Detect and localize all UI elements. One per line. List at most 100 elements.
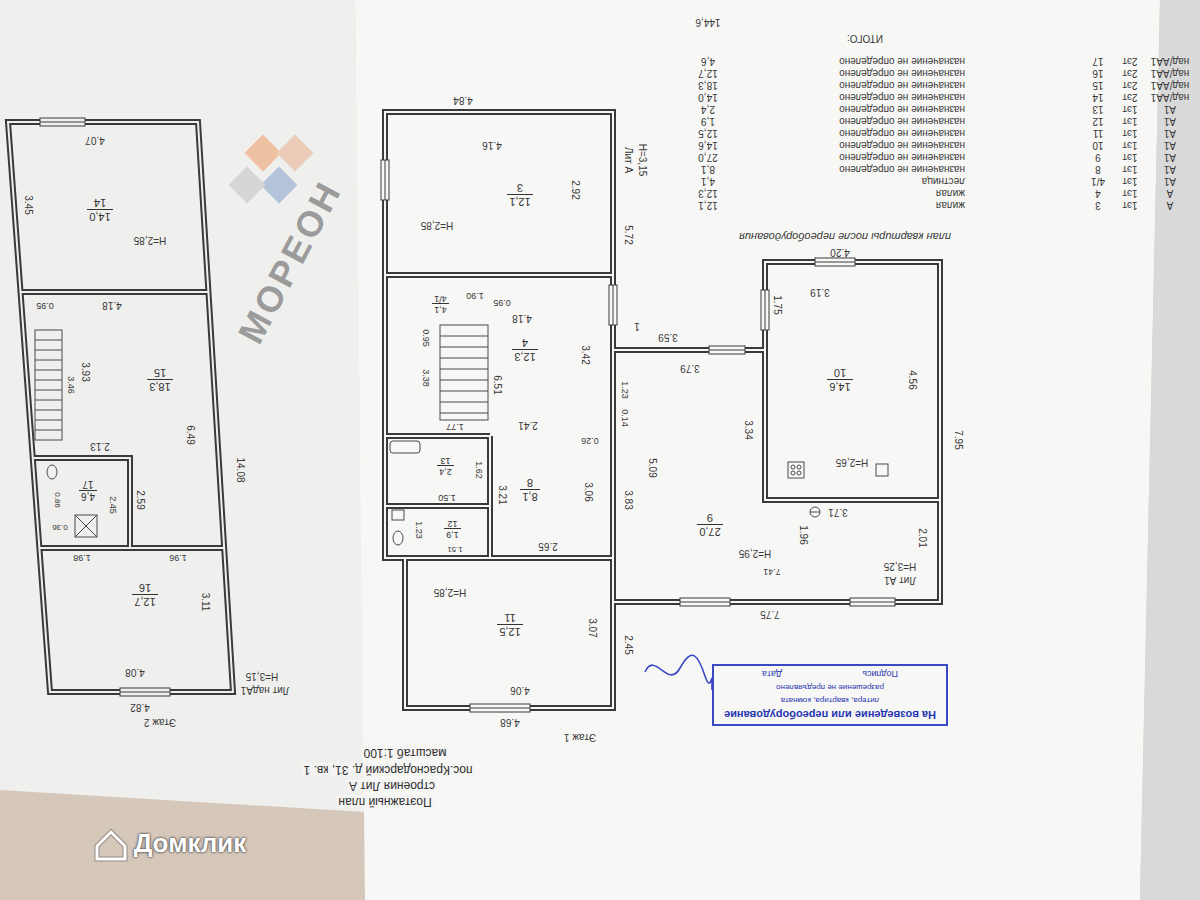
stamp-text: Подпись — [862, 669, 898, 679]
stove-burner — [797, 471, 801, 475]
table-cell: назначение не определено — [839, 152, 965, 163]
room-area: 2,4 — [437, 465, 454, 476]
dimension-label: Этаж 1 — [564, 732, 596, 743]
dimension-label: 5.72 — [623, 225, 634, 244]
table-cell: 3 — [1095, 200, 1101, 211]
table-cell: 12,3 — [698, 188, 717, 199]
title-line: масштаб 1:100 — [362, 745, 449, 758]
table-cell: назначение не определено — [839, 104, 965, 115]
table-cell: ИТОГО: — [847, 33, 883, 44]
table-cell: над/АА1 — [1151, 92, 1190, 103]
dimension-label: 0.14 — [619, 409, 629, 427]
dimension-label: 4.18 — [102, 300, 121, 311]
table-cell: 1эт — [1122, 188, 1137, 199]
dimension-label: 1 — [634, 321, 640, 332]
dimension-label: 4.68 — [500, 717, 519, 728]
dimension-label: 3.07 — [587, 618, 598, 637]
toilet-symbol — [47, 465, 57, 479]
table-cell: над/АА1 — [1151, 80, 1190, 91]
logo-square — [277, 135, 314, 172]
bathtub-symbol — [390, 441, 420, 453]
title-line: пос.Краснодарский д. 31, кв. 1 — [302, 762, 475, 775]
walls-floor-2 — [8, 122, 233, 692]
dimension-label: 2.45 — [107, 496, 117, 514]
title-line: строения Лит А — [347, 778, 437, 791]
room-area-box: 1014,6 — [823, 364, 857, 396]
watermark-icon — [97, 832, 125, 859]
dimension-label: 14.08 — [235, 457, 246, 482]
table-cell: 12,7 — [698, 68, 717, 79]
toilet-symbol — [393, 531, 403, 545]
table-cell: А1 — [1164, 176, 1176, 187]
dimension-label: H=2,95 — [739, 548, 772, 559]
room-number: 12 — [447, 518, 457, 528]
room-area: 12,1 — [507, 195, 532, 208]
stairs — [440, 325, 488, 420]
dimension-label: 7.41 — [763, 566, 781, 576]
room-area-box: 88,1 — [516, 474, 544, 506]
sink-symbol — [392, 510, 404, 520]
dimension-label: 3.93 — [80, 362, 91, 381]
dimension-label: H=2,65 — [836, 457, 869, 468]
table-heading: план квартиры после переоборудования — [739, 231, 951, 243]
sink-symbol — [876, 464, 888, 476]
dimension-label: 0.95 — [420, 329, 430, 347]
dimension-label: 3.11 — [200, 593, 211, 612]
dimension-label: 6.51 — [492, 375, 503, 394]
table-cell: 16 — [1092, 68, 1103, 79]
dimension-label: H=3,25 — [884, 561, 917, 572]
table-cell: А1 — [1164, 140, 1176, 151]
table-cell: 1эт — [1122, 200, 1137, 211]
table-cell: 9 — [1095, 152, 1101, 163]
dimension-label: 3.45 — [23, 195, 34, 214]
stairs — [35, 330, 62, 440]
stamp-text: На возведение или переоборудование — [724, 709, 936, 721]
room-area: 1,9 — [444, 528, 461, 539]
dimension-label: 1.75 — [772, 295, 783, 314]
table-cell: назначение не определено — [839, 128, 965, 139]
table-cell: лестница — [922, 176, 965, 187]
paper-sheet — [1140, 0, 1200, 900]
logo-square — [261, 167, 298, 204]
table-cell: 8,1 — [701, 164, 715, 175]
table-cell: 2эт — [1122, 56, 1137, 67]
table-cell: 2эт — [1122, 92, 1137, 103]
watermark-logo — [229, 135, 314, 204]
room-number: 16 — [139, 582, 151, 594]
table-cell: назначение не определено — [839, 92, 965, 103]
dimension-label: Лит А1 — [884, 575, 916, 586]
stamp-row: ПодписьДата — [722, 669, 938, 679]
room-number: 4 — [522, 337, 528, 349]
table-cell: над/АА1 — [1151, 68, 1190, 79]
dimension-label: 2.45 — [623, 635, 634, 654]
stove-symbol — [788, 462, 804, 478]
table-cell: 13 — [1092, 104, 1103, 115]
table-cell: 12,1 — [698, 200, 717, 211]
dimension-label: 2.01 — [917, 528, 928, 547]
shower-symbol — [75, 515, 97, 537]
room-number: 10 — [834, 367, 846, 379]
meter-symbol — [810, 512, 820, 513]
dimension-label: 0.26 — [581, 435, 599, 445]
dimension-label: 4.84 — [453, 95, 472, 106]
dimension-label: 1.51 — [447, 545, 463, 554]
stove-burner — [791, 471, 795, 475]
dimension-label: 1.98 — [73, 552, 91, 562]
table-cell: назначение не определено — [839, 116, 965, 127]
dimension-label: 0.95 — [36, 300, 54, 310]
table-cell: 1эт — [1122, 104, 1137, 115]
dimension-label: H=2,85 — [421, 220, 454, 231]
dimension-label: Этаж 2 — [144, 717, 176, 728]
table-cell: назначение не определено — [839, 164, 965, 175]
stove-burner — [791, 465, 795, 469]
logo-square — [245, 135, 282, 172]
paper-sheet — [355, 0, 1160, 900]
table-cell: 11 — [1093, 128, 1103, 139]
dimension-label: 3.79 — [680, 363, 699, 374]
table-cell: 15 — [1092, 80, 1103, 91]
dimension-label: 3.71 — [828, 507, 847, 518]
dimension-label: 1.23 — [413, 521, 423, 539]
dimension-label: 7.75 — [760, 609, 779, 620]
table-cell: 14,0 — [698, 92, 717, 103]
dimension-label: 2.41 — [518, 420, 537, 431]
